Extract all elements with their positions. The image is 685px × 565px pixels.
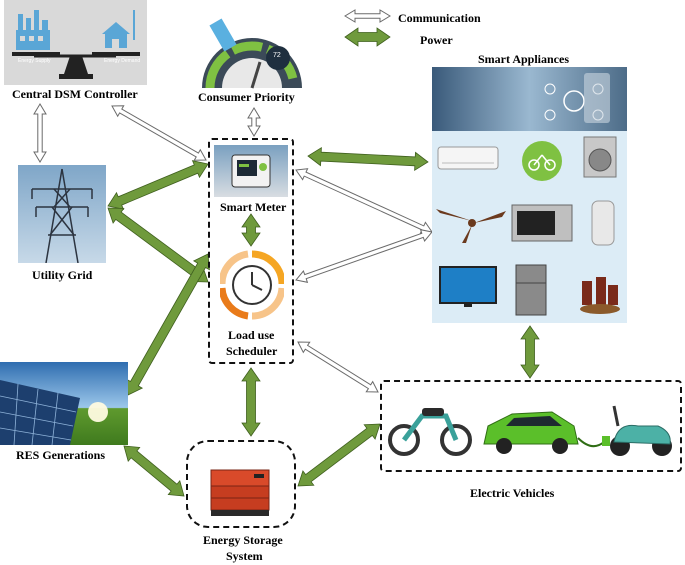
consumer-priority-label: Consumer Priority <box>198 90 295 104</box>
vehicle-icons <box>388 405 672 456</box>
solar-panel-icon <box>0 380 108 446</box>
meter-scheduler-container <box>208 138 294 364</box>
consumer-meter-comm-arrow <box>247 107 261 137</box>
smart-home-app-icons <box>544 73 610 123</box>
dsm-controller-image: Energy Supply Energy Demand <box>4 0 147 85</box>
scheduler-label-line1: Load use <box>228 328 275 342</box>
res-storage-power-arrow <box>123 445 185 497</box>
smart-appliances-panel <box>432 67 627 323</box>
scheduler-image <box>218 250 286 320</box>
dsm-meter-comm-arrow <box>111 105 207 161</box>
appliances-ev-power-arrow <box>520 325 540 379</box>
energy-storage-label-line1: Energy Storage <box>203 533 283 547</box>
clock-cycle-icon <box>218 250 286 320</box>
energy-storage-container <box>186 440 296 528</box>
legend-communication-label: Communication <box>398 11 481 25</box>
smart-appliances-label: Smart Appliances <box>478 52 570 66</box>
gauge-icon <box>202 18 302 89</box>
smart-meter-icon <box>231 154 271 188</box>
utility-grid-image <box>18 165 106 264</box>
res-scheduler-power-arrow <box>126 253 210 396</box>
storage-ev-power-arrow <box>297 423 381 487</box>
balance-scale-icon <box>12 10 140 79</box>
scheduler-storage-power-arrow <box>241 367 261 437</box>
legend-communication-arrow <box>344 9 391 23</box>
energy-demand-text: Energy Demand <box>104 58 141 64</box>
meter-appliances-power-arrow <box>307 146 429 172</box>
meter-grid-power-arrow <box>107 160 209 210</box>
utility-grid-label: Utility Grid <box>32 268 93 282</box>
energy-supply-text: Energy Supply <box>18 58 51 64</box>
appliance-icons <box>436 136 620 316</box>
energy-storage-label-line2: System <box>226 549 263 563</box>
res-generations-image <box>0 362 128 446</box>
res-generations-label: RES Generations <box>16 448 106 462</box>
meter-appliances-comm-arrow <box>295 168 433 234</box>
battery-stack-icon <box>210 469 270 516</box>
dsm-grid-comm-arrow <box>33 103 47 163</box>
smart-meter-label: Smart Meter <box>220 200 287 214</box>
gauge-value-text: 72 <box>273 52 281 59</box>
smart-home-photo <box>432 67 627 131</box>
legend-power-arrow <box>344 27 391 47</box>
scheduler-label-line2: Scheduler <box>226 344 278 358</box>
consumer-priority-image: 72 <box>196 0 308 90</box>
transmission-tower-icon <box>31 168 93 264</box>
meter-scheduler-power-arrow <box>241 213 261 247</box>
electric-vehicles-container <box>380 380 682 472</box>
scheduler-ev-comm-arrow <box>297 341 379 393</box>
legend-power-label: Power <box>420 33 453 47</box>
scheduler-appliances-comm-arrow <box>295 229 433 283</box>
smart-meter-image <box>214 145 288 197</box>
dsm-controller-label: Central DSM Controller <box>12 87 138 101</box>
electric-vehicles-label: Electric Vehicles <box>470 486 555 500</box>
